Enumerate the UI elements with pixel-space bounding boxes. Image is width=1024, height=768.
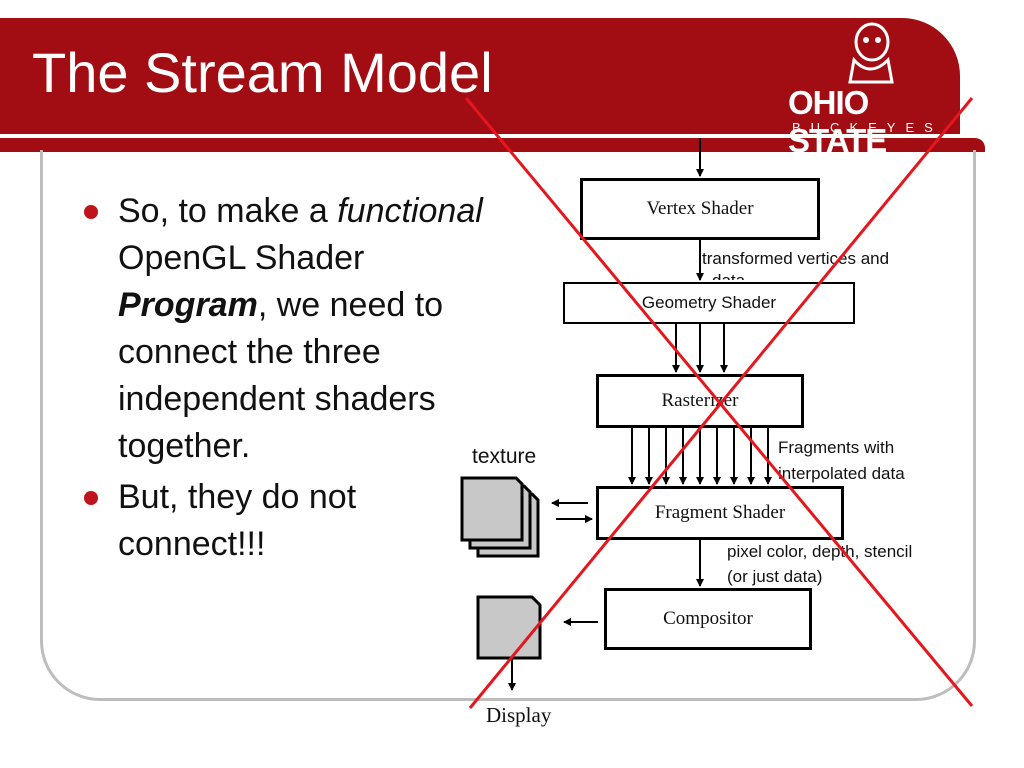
bullet-text: , we need to connect the three independe… bbox=[118, 286, 444, 465]
bullet-list: So, to make a functional OpenGL Shader P… bbox=[84, 188, 504, 568]
fragments-label: interpolated data bbox=[778, 464, 905, 483]
cross-line bbox=[468, 97, 974, 709]
fragments-label: Fragments with bbox=[778, 438, 895, 457]
cross-line bbox=[464, 97, 974, 707]
vertex-shader-box: Vertex Shader bbox=[580, 178, 820, 240]
fragment-shader-box: Fragment Shader bbox=[596, 486, 844, 540]
pixel-label: (or just data) bbox=[727, 567, 823, 586]
logo-subtext: BUCKEYES bbox=[792, 120, 943, 135]
bullet-dot-icon bbox=[84, 491, 98, 505]
title-underline-bar bbox=[0, 138, 985, 152]
bullet-emphasis-text: Program bbox=[118, 286, 258, 324]
geometry-shader-box: Geometry Shader bbox=[563, 282, 855, 324]
bullet-item: So, to make a functional OpenGL Shader P… bbox=[84, 188, 504, 470]
slide-title: The Stream Model bbox=[32, 41, 493, 104]
display-label: Display bbox=[486, 703, 552, 727]
bullet-text: But, they do not connect!!! bbox=[118, 478, 357, 563]
compositor-box: Compositor bbox=[604, 588, 812, 650]
pixel-label: pixel color, depth, stencil bbox=[727, 542, 913, 561]
content-frame bbox=[40, 150, 976, 701]
bullet-italic-text: functional bbox=[337, 192, 483, 230]
fragment-arrows bbox=[628, 428, 772, 485]
bullet-text: So, to make a bbox=[118, 192, 338, 230]
bullet-dot-icon bbox=[84, 205, 98, 219]
transformed-label-continued: data bbox=[712, 270, 745, 280]
bullet-item: But, they do not connect!!! bbox=[84, 474, 504, 568]
ohio-state-logo: OHIO STATE BUCKEYES bbox=[782, 20, 952, 159]
logo-wordmark: OHIO STATE bbox=[788, 84, 887, 159]
texture-label: texture bbox=[472, 445, 537, 468]
bullet-text: OpenGL Shader bbox=[118, 239, 365, 277]
mascot-icon bbox=[848, 22, 894, 84]
texture-stack-icon bbox=[460, 476, 540, 558]
